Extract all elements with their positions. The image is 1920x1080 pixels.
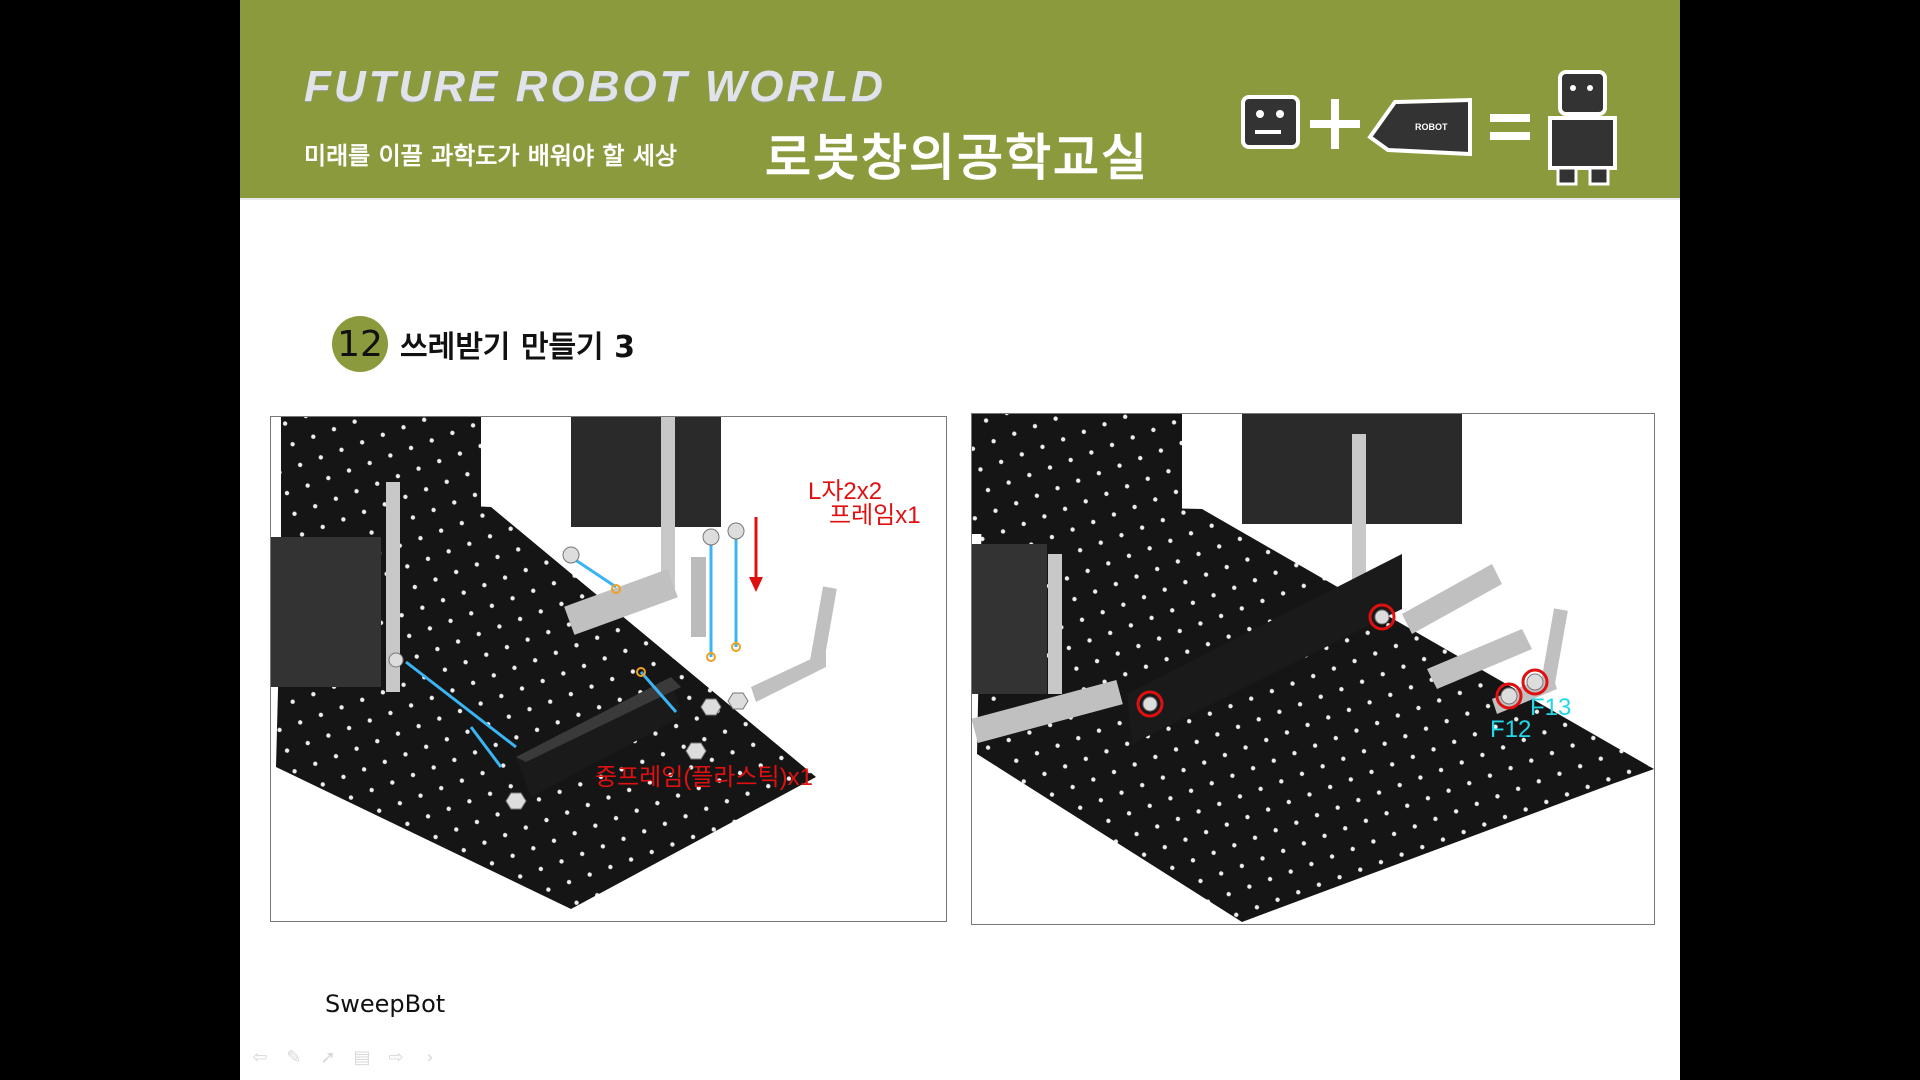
next-chevron-icon[interactable]: › [426, 1047, 434, 1068]
assembly-illustration [271, 417, 837, 909]
footer-text: SweepBot [325, 990, 446, 1018]
label-plastic-frame: 중프레임(플라스틱)x1 [595, 764, 813, 791]
assembly-figure-after: F12 F13 [971, 413, 1655, 925]
step-number-badge: 12 [332, 316, 388, 372]
back-arrow-icon[interactable]: ⇦ [252, 1047, 268, 1068]
slide: FUTURE ROBOT WORLD 미래를 이끌 과학도가 배워야 할 세상 … [240, 0, 1680, 1080]
tagline: 미래를 이끌 과학도가 배워야 할 세상 [304, 142, 677, 170]
assembly-figure-before: L자2x2 프레임x1 중프레임(플라스틱)x1 [270, 416, 947, 922]
slides-icon[interactable]: ▤ [353, 1047, 371, 1068]
forward-arrow-icon[interactable]: ⇨ [388, 1047, 404, 1068]
label-frame-count: 프레임x1 [829, 502, 921, 529]
course-title: 로봇창의공학교실 [765, 129, 1149, 187]
svg-text:ROBOT: ROBOT [1415, 122, 1448, 132]
label-f13: F13 [1530, 694, 1572, 721]
step-heading: 12 쓰레받기 만들기 3 [332, 316, 635, 372]
label-f12: F12 [1490, 716, 1532, 743]
label-l-bracket: L자2x2 [808, 478, 883, 505]
assembly-illustration [972, 414, 1654, 922]
robot-logo: ROBOT [1241, 70, 1617, 186]
pen-icon[interactable]: ✎ [286, 1047, 302, 1068]
step-title: 쓰레받기 만들기 3 [400, 330, 635, 365]
slideshow-toolbar: ⇦ ✎ ➚ ▤ ⇨ › [250, 1048, 440, 1068]
slide-header: FUTURE ROBOT WORLD 미래를 이끌 과학도가 배워야 할 세상 … [240, 0, 1680, 200]
pointer-icon[interactable]: ➚ [320, 1047, 336, 1068]
brand-title: FUTURE ROBOT WORLD [304, 62, 886, 111]
